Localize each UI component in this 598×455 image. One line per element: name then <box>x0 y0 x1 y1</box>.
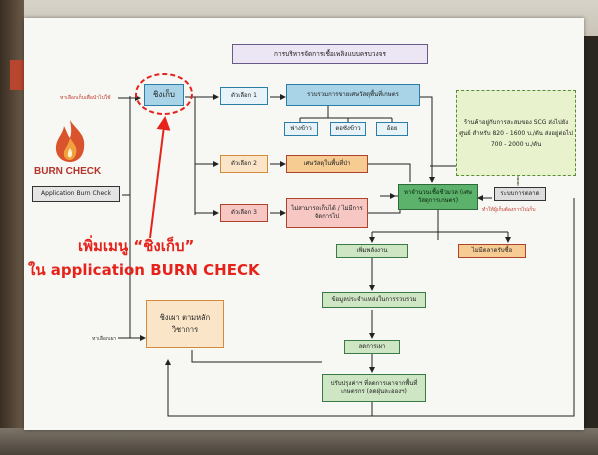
flame-icon <box>55 120 85 162</box>
node-sell: เพิ่มพลังงาน <box>336 244 408 258</box>
brand-name: BURN CHECK <box>34 166 102 177</box>
node-market: ระบบการตลาด <box>494 187 546 201</box>
node-option-2: ตัวเลือก 2 <box>220 155 268 173</box>
node-burn-manage: ชิงเผา ตามหลัก วิชาการ <box>146 300 224 348</box>
node-sub-a: ฟางข้าว <box>284 122 318 136</box>
node-collect: รวบรวมการขายเศษวัสดุพื้นที่เกษตร <box>286 84 420 106</box>
node-info: ข้อมูลประจำแหล่งในการรวบรวม <box>322 292 426 308</box>
note-scg-prices: ร้านค้าอยู่กับการสะสมของ SCG ส่งไปยังศูน… <box>456 90 576 176</box>
red-accent-band <box>10 60 24 90</box>
diagram-title: การบริหารจัดการเชื้อเพลิงแบบครบวงจร <box>232 44 428 64</box>
node-no-price: ไม่มีตลาดรับซื้อ <box>458 244 526 258</box>
label-left-top: หาเลือกเก็บเพื่อนำไปใช้ <box>60 95 111 101</box>
node-sub-b: ตอซังข้าว <box>330 122 366 136</box>
node-ching-kep: ชิงเก็บ <box>144 84 184 106</box>
node-cannot-collect: ไม่สามารถเก็บได้ / ไม่มีการจัดการไป <box>286 198 368 228</box>
annotation-add-menu: เพิ่มเมนู “ชิงเก็บ” <box>78 237 195 255</box>
node-option-1: ตัวเลือก 1 <box>220 87 268 105</box>
label-left-bottom: หาเลือกเผา <box>92 336 117 342</box>
annotation-in-app: ใน application BURN CHECK <box>28 261 260 279</box>
label-right-red: ทำให้ผู้เก็บต้องการไปเก็บ <box>482 207 536 213</box>
node-forest-residue: เศษวัสดุในพื้นที่ป่า <box>286 155 368 173</box>
node-biomass: หาจำนวนเชื้อชีวมวล (เศษวัสดุการเกษตร) <box>398 184 478 210</box>
node-result: ปรับปรุงค่าฯ ที่ลดการเผาจากพื้นที่เกษตรก… <box>322 374 426 402</box>
node-sub-c: อ้อย <box>376 122 408 136</box>
node-option-3: ตัวเลือก 3 <box>220 204 268 222</box>
highlight-ellipse <box>135 73 193 115</box>
node-reduce: ลดการเผา <box>344 340 400 354</box>
app-burn-check-button: Application Burn Check <box>32 186 120 202</box>
background-floor <box>0 428 598 455</box>
